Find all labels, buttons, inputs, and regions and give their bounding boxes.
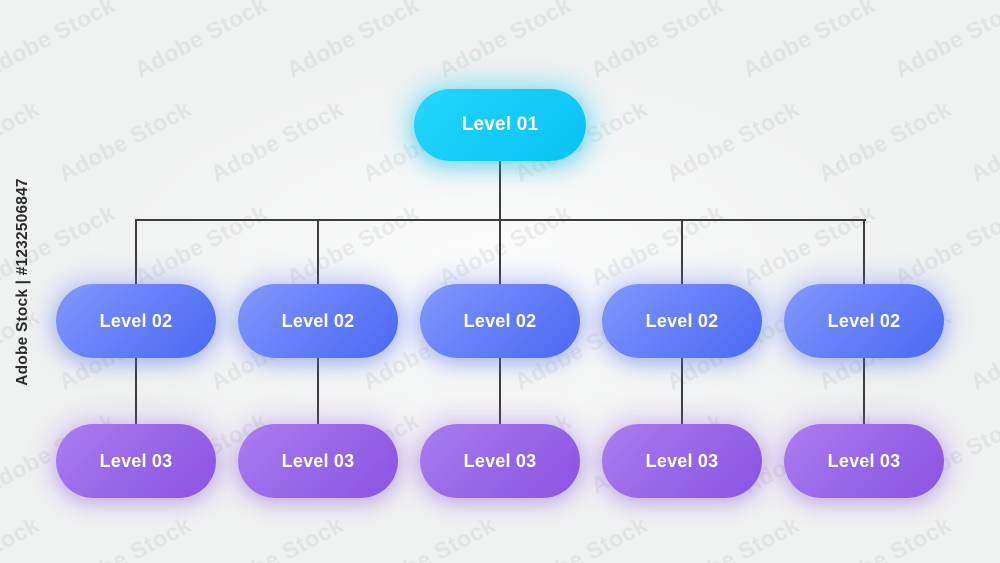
connector-trunk: [499, 161, 501, 220]
node-level-03-4[interactable]: Level 03: [602, 424, 762, 498]
watermark-text: Adobe Stock: [662, 95, 804, 187]
connector-branch-3: [499, 219, 501, 285]
stock-credit: Adobe Stock | #1232506847: [6, 0, 40, 563]
watermark-text: Adobe Stock: [0, 511, 44, 563]
node-label: Level 03: [281, 450, 355, 471]
node-level-03-5[interactable]: Level 03: [784, 424, 944, 498]
node-label: Level 03: [645, 450, 719, 471]
watermark-text: Adobe Stock: [0, 0, 120, 83]
watermark-text: Adobe Stock: [54, 511, 196, 563]
node-level-03-3[interactable]: Level 03: [420, 424, 580, 498]
watermark-text: Adobe Stock: [890, 199, 1000, 291]
watermark-text: Adobe Stock: [0, 199, 120, 291]
node-level-02-1[interactable]: Level 02: [56, 284, 216, 358]
node-label: Level 02: [645, 310, 719, 331]
connector-drop-4: [681, 357, 683, 425]
node-label: Level 01: [461, 114, 539, 135]
node-level-03-1[interactable]: Level 03: [56, 424, 216, 498]
watermark-text: Adobe Stock: [814, 95, 956, 187]
node-label: Level 03: [99, 450, 173, 471]
watermark-text: Adobe Stock: [586, 0, 728, 83]
connector-branch-2: [317, 219, 319, 285]
node-level-02-5[interactable]: Level 02: [784, 284, 944, 358]
connector-drop-1: [135, 357, 137, 425]
node-level-01-1[interactable]: Level 01: [414, 89, 586, 161]
node-label: Level 02: [99, 310, 173, 331]
watermark-text: Adobe Stock: [966, 511, 1000, 563]
connector-branch-5: [863, 219, 865, 285]
watermark-text: Adobe Stock: [966, 95, 1000, 187]
connector-branch-1: [135, 219, 137, 285]
watermark-text: Adobe Stock: [586, 199, 728, 291]
stock-credit-text: Adobe Stock | #1232506847: [14, 177, 31, 386]
node-label: Level 02: [827, 310, 901, 331]
watermark-text: Adobe Stock: [130, 199, 272, 291]
connector-bus: [136, 219, 866, 221]
watermark-text: Adobe Stock: [662, 511, 804, 563]
watermark-text: Adobe Stock: [358, 511, 500, 563]
watermark-text: Adobe Stock: [510, 511, 652, 563]
watermark-text: Adobe Stock: [434, 0, 576, 83]
watermark-text: Adobe Stock: [738, 199, 880, 291]
watermark-text: Adobe Stock: [738, 0, 880, 83]
watermark-text: Adobe Stock: [54, 95, 196, 187]
watermark-text: Adobe Stock: [206, 95, 348, 187]
watermark-text: Adobe Stock: [966, 303, 1000, 395]
node-label: Level 03: [463, 450, 537, 471]
watermark-text: Adobe Stock: [130, 0, 272, 83]
connector-drop-5: [863, 357, 865, 425]
node-level-03-2[interactable]: Level 03: [238, 424, 398, 498]
node-label: Level 02: [281, 310, 355, 331]
connector-branch-4: [681, 219, 683, 285]
watermark-text: Adobe Stock: [0, 303, 44, 395]
watermark-text: Adobe Stock: [890, 0, 1000, 83]
connector-drop-2: [317, 357, 319, 425]
watermark-text: Adobe Stock: [814, 511, 956, 563]
watermark-text: Adobe Stock: [434, 199, 576, 291]
watermark-text: Adobe Stock: [282, 199, 424, 291]
node-level-02-3[interactable]: Level 02: [420, 284, 580, 358]
watermark-text: Adobe Stock: [282, 0, 424, 83]
connector-drop-3: [499, 357, 501, 425]
node-label: Level 02: [463, 310, 537, 331]
watermark-text: Adobe Stock: [206, 511, 348, 563]
watermark-text: Adobe Stock: [0, 95, 44, 187]
node-level-02-4[interactable]: Level 02: [602, 284, 762, 358]
node-label: Level 03: [827, 450, 901, 471]
node-level-02-2[interactable]: Level 02: [238, 284, 398, 358]
